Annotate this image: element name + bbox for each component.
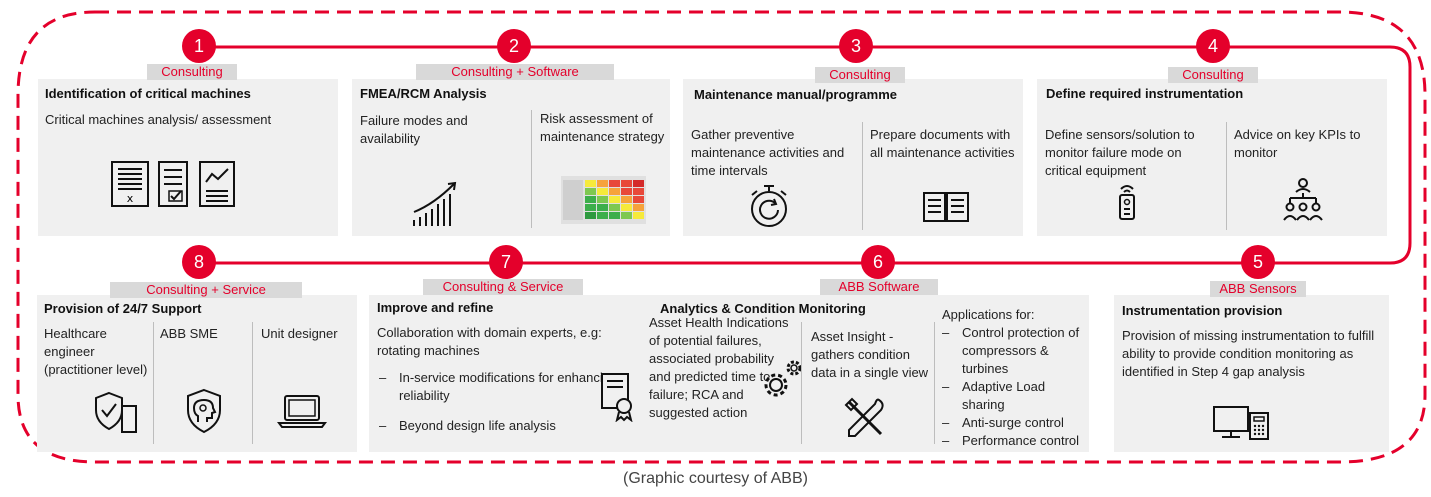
step-4-tag: Consulting	[1168, 67, 1258, 83]
step-6-title: Analytics & Condition Monitoring	[660, 301, 866, 316]
step-1-title: Identification of critical machines	[45, 86, 251, 101]
step-4-number: 4	[1196, 29, 1230, 63]
step-7-text: Collaboration with domain experts, e.g: …	[377, 325, 602, 358]
tools-icon	[844, 397, 884, 437]
step-6-item-1: Control protection of compressors & turb…	[940, 324, 1090, 378]
trend-report-icon	[199, 161, 235, 207]
certificate-icon	[601, 373, 633, 422]
step-2-col1: Failure modes and availability	[360, 113, 468, 146]
step-2-tag: Consulting + Software	[416, 64, 614, 80]
step-7-number: 7	[489, 245, 523, 279]
step-1-text: Critical machines analysis/ assessment	[45, 112, 272, 127]
step-7-title: Improve and refine	[377, 300, 494, 315]
step-6-number: 6	[861, 245, 895, 279]
step-4-divider	[1226, 122, 1227, 230]
step-8-number: 8	[182, 245, 216, 279]
step-3-col1: Gather preventive maintenance activities…	[691, 127, 845, 178]
step-4-col2: Advice on key KPIs to monitor	[1234, 127, 1361, 160]
step-8-title: Provision of 24/7 Support	[44, 301, 202, 316]
step-3-title: Maintenance manual/programme	[694, 87, 897, 102]
step-8-col2: ABB SME	[160, 326, 218, 341]
shield-check-icon	[95, 391, 137, 433]
form-checkbox-icon	[158, 161, 188, 207]
hierarchy-icon	[1283, 178, 1323, 221]
step-6-col1: Asset Health Indications of potential fa…	[649, 315, 789, 420]
step-5-title: Instrumentation provision	[1122, 303, 1283, 318]
step-8-tag: Consulting + Service	[110, 282, 302, 298]
step-8-divider-2	[252, 322, 253, 444]
step-7-tag: Consulting & Service	[423, 279, 583, 295]
step-3-divider	[862, 122, 863, 230]
step-4-col1: Define sensors/solution to monitor failu…	[1045, 127, 1195, 178]
dashed-outline	[16, 10, 1427, 464]
step-2-title: FMEA/RCM Analysis	[360, 86, 487, 101]
head-gear-icon	[187, 388, 221, 434]
figure-caption: (Graphic courtesy of ABB)	[623, 470, 808, 487]
step-6-divider-1	[801, 322, 802, 444]
step-3-tag: Consulting	[815, 67, 905, 83]
step-6-item-3: Anti-surge control	[940, 414, 1090, 432]
step-6-col3-head: Applications for:	[942, 307, 1035, 322]
step-6-list: Control protection of compressors & turb…	[940, 324, 1090, 450]
step-1-number: 1	[182, 29, 216, 63]
step-6-item-4: Performance control	[940, 432, 1090, 450]
step-4-box	[1037, 79, 1387, 236]
risk-matrix-icon	[561, 176, 646, 224]
step-3-number: 3	[839, 29, 873, 63]
step-2-divider	[531, 110, 532, 228]
open-book-icon	[923, 192, 969, 222]
process-loop-line	[199, 45, 1412, 265]
step-1-box	[38, 79, 338, 236]
gears-icon	[764, 360, 802, 397]
monitor-terminal-icon	[1213, 406, 1269, 440]
step-6-tag: ABB Software	[820, 279, 938, 295]
step-3-box	[683, 79, 1023, 236]
step-1-tag: Consulting	[147, 64, 237, 80]
step-6-item-2: Adaptive Load sharing	[940, 378, 1090, 414]
step-5-number: 5	[1241, 245, 1275, 279]
laptop-icon	[277, 395, 327, 428]
stopwatch-icon	[751, 185, 787, 227]
step-8-box	[37, 295, 357, 452]
checklist-document-icon: x	[111, 161, 149, 207]
step-6-divider-2	[934, 322, 935, 444]
step-4-title: Define required instrumentation	[1046, 86, 1244, 101]
remote-sensor-icon	[1119, 185, 1135, 220]
step-8-col3: Unit designer	[261, 326, 338, 341]
growth-bars-icon	[413, 181, 457, 226]
step-6-col2: Asset Insight - gathers condition data i…	[811, 329, 929, 380]
step-8-col1: Healthcare engineer (practitioner level)	[44, 326, 148, 377]
step-7-list: In-service modifications for enhancing r…	[377, 369, 637, 435]
step-7-item-1: In-service modifications for enhancing r…	[377, 369, 637, 405]
step-5-tag: ABB Sensors	[1210, 281, 1306, 297]
svg-text:x: x	[127, 192, 134, 205]
step-8-divider-1	[153, 322, 154, 444]
step-2-number: 2	[497, 29, 531, 63]
step-2-col2: Risk assessment of maintenance strategy	[540, 111, 665, 144]
step-5-text: Provision of missing instrumentation to …	[1122, 328, 1375, 379]
step-3-col2: Prepare documents with all maintenance a…	[870, 127, 1015, 160]
step-7-item-2: Beyond design life analysis	[377, 417, 637, 435]
